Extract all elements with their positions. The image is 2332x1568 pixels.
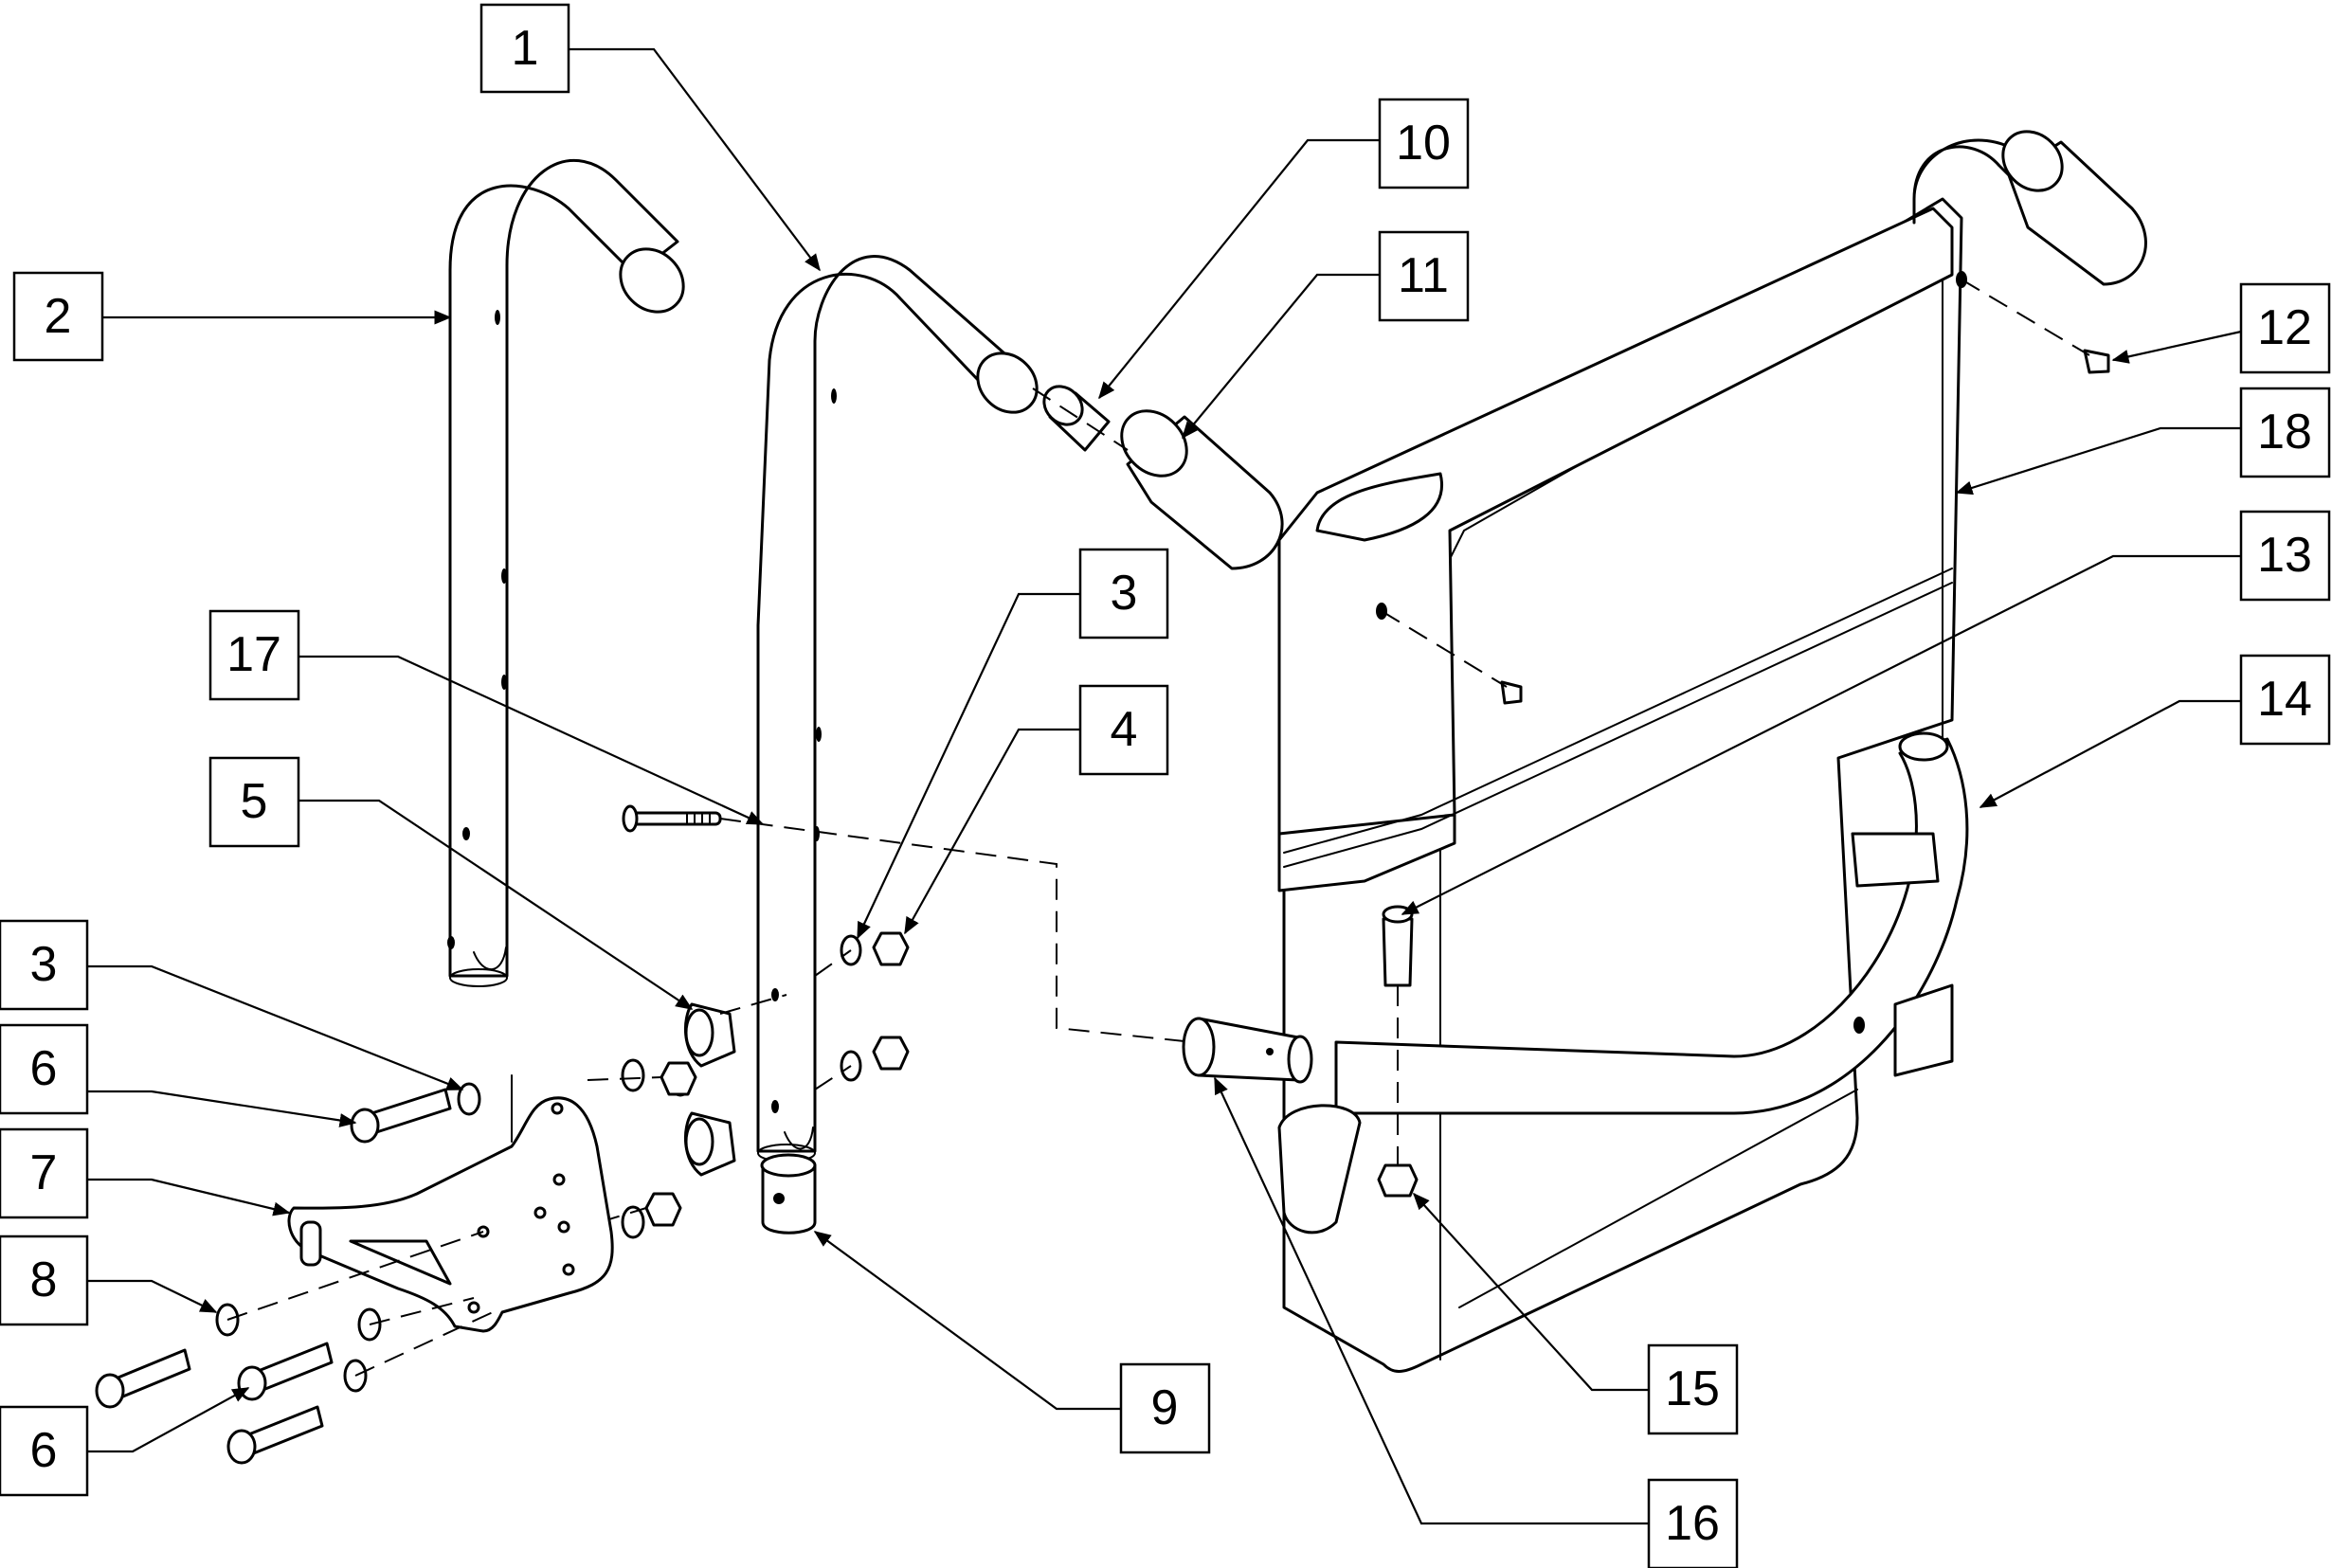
part-14-armrest bbox=[1334, 731, 1969, 1115]
callout-label-18: 18 bbox=[2257, 405, 2312, 460]
callout-label-7: 7 bbox=[30, 1145, 58, 1200]
callout-label-3-upper: 3 bbox=[1111, 566, 1138, 621]
callout-4: 4 bbox=[1078, 684, 1169, 776]
part-10-plug bbox=[1042, 385, 1111, 452]
part-17-pin bbox=[622, 804, 722, 833]
callout-label-8: 8 bbox=[30, 1253, 58, 1307]
part-11-grip bbox=[1120, 409, 1284, 570]
callout-label-3-lower: 3 bbox=[30, 937, 58, 992]
part-15-nut bbox=[1377, 1163, 1419, 1198]
callout-17: 17 bbox=[208, 609, 300, 701]
part-2-tube bbox=[447, 159, 685, 987]
lower-clip bbox=[1277, 1104, 1362, 1235]
callout-15: 15 bbox=[1647, 1343, 1739, 1435]
callout-label-16: 16 bbox=[1665, 1496, 1720, 1551]
part-7-bracket bbox=[287, 1074, 614, 1333]
callout-label-9: 9 bbox=[1151, 1380, 1179, 1435]
part-5-spacers bbox=[683, 1002, 736, 1177]
callout-8: 8 bbox=[0, 1235, 89, 1326]
part-13-bolt bbox=[1382, 905, 1414, 987]
part-9-sleeve bbox=[760, 1153, 817, 1235]
callout-label-17: 17 bbox=[226, 627, 281, 682]
callout-2: 2 bbox=[12, 271, 104, 362]
callout-16: 16 bbox=[1647, 1478, 1739, 1568]
callout-6-upper: 6 bbox=[0, 1023, 89, 1115]
callout-5: 5 bbox=[208, 756, 300, 848]
callout-label-6-lower: 6 bbox=[30, 1423, 58, 1478]
callout-label-12: 12 bbox=[2257, 300, 2312, 355]
part-6-bolts bbox=[95, 1088, 452, 1465]
callout-12: 12 bbox=[2239, 282, 2331, 374]
callout-label-6-upper: 6 bbox=[30, 1041, 58, 1096]
callout-3-lower: 3 bbox=[0, 919, 89, 1011]
callout-label-10: 10 bbox=[1396, 116, 1451, 171]
callout-label-15: 15 bbox=[1665, 1361, 1720, 1416]
callout-7: 7 bbox=[0, 1127, 89, 1219]
part-12-screws bbox=[1500, 349, 2110, 705]
callout-14: 14 bbox=[2239, 654, 2331, 746]
callout-label-2: 2 bbox=[45, 289, 72, 344]
callout-label-14: 14 bbox=[2257, 672, 2312, 727]
part-1-tube bbox=[756, 255, 1039, 1162]
callout-label-1: 1 bbox=[512, 21, 539, 76]
callout-label-11: 11 bbox=[1398, 248, 1449, 303]
backrest-handle bbox=[1912, 130, 2147, 286]
callout-1: 1 bbox=[479, 3, 570, 94]
callout-label-13: 13 bbox=[2257, 528, 2312, 583]
callout-6-lower: 6 bbox=[0, 1405, 89, 1497]
callout-11: 11 bbox=[1378, 230, 1470, 322]
part-16-receiver bbox=[1182, 1017, 1313, 1084]
callout-3-upper: 3 bbox=[1078, 548, 1169, 640]
callout-10: 10 bbox=[1378, 98, 1470, 189]
callout-13: 13 bbox=[2239, 510, 2331, 602]
backrest-assembly bbox=[1277, 197, 1967, 1373]
callout-label-4: 4 bbox=[1111, 702, 1138, 757]
leader-lines bbox=[87, 47, 2242, 1525]
callout-label-5: 5 bbox=[241, 774, 268, 829]
callout-9: 9 bbox=[1119, 1362, 1211, 1454]
callout-18: 18 bbox=[2239, 387, 2331, 478]
